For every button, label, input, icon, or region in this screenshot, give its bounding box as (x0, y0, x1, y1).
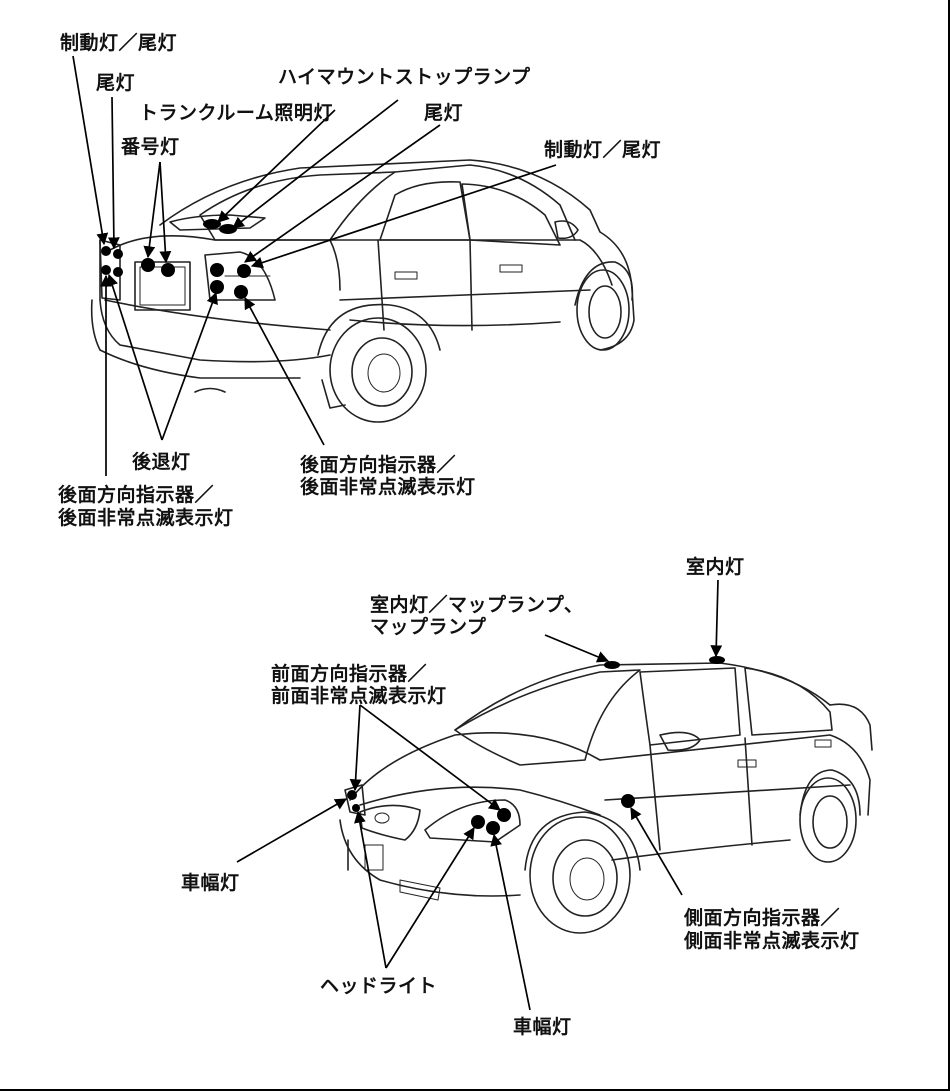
label-interior-map-line1: 室内灯／マップランプ、 (370, 594, 584, 616)
label-tail-right: 尾灯 (424, 102, 464, 124)
label-rear-turn-left-line2: 後面非常点滅表示灯 (58, 507, 234, 529)
label-license-light: 番号灯 (121, 136, 180, 158)
label-side-marker-left: 車幅灯 (181, 872, 240, 894)
front-car-illustration (339, 662, 873, 934)
rear-light-dots (101, 219, 251, 299)
front-light-dots (347, 656, 725, 835)
label-tail-left: 尾灯 (96, 72, 136, 94)
label-high-mount-stop: ハイマウントストップランプ (278, 66, 531, 88)
label-headlight: ヘッドライト (320, 975, 438, 997)
label-side-marker-bottom: 車幅灯 (513, 1016, 572, 1038)
front-leader-lines (236, 579, 723, 1011)
rear-leader-lines (72, 55, 557, 476)
label-rear-turn-left-line1: 後面方向指示器／ (58, 484, 215, 506)
label-front-turn-line1: 前面方向指示器／ (271, 663, 428, 685)
label-rear-turn-right-line2: 後面非常点滅表示灯 (300, 476, 476, 498)
label-backup-light: 後退灯 (132, 451, 191, 473)
label-side-turn-line1: 側面方向指示器／ (684, 907, 841, 929)
label-interior-light: 室内灯 (686, 556, 745, 578)
label-rear-turn-right-line1: 後面方向指示器／ (300, 454, 457, 476)
label-interior-map-line2: マップランプ (370, 616, 487, 638)
rear-car-illustration (90, 159, 635, 423)
label-brake-tail-right: 制動灯／尾灯 (544, 139, 662, 161)
label-brake-tail-left: 制動灯／尾灯 (60, 32, 178, 54)
label-trunk-light: トランクルーム照明灯 (139, 102, 333, 124)
label-side-turn-line2: 側面非常点滅表示灯 (684, 930, 860, 952)
label-front-turn-line2: 前面非常点滅表示灯 (271, 685, 447, 707)
